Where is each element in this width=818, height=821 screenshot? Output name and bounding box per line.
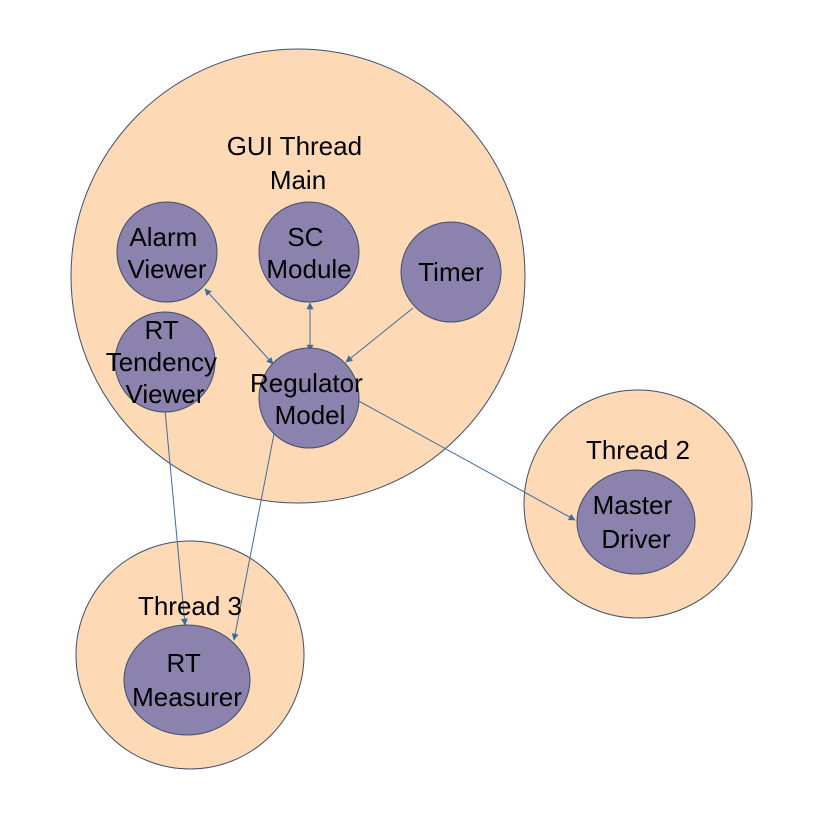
regulator-model-label-line-1: Regulator: [250, 368, 363, 398]
connections: [164, 288, 576, 641]
master-driver-label: Master Driver: [593, 490, 680, 554]
sc-module-label-line-2: Module: [266, 254, 351, 284]
sc-module-label: SC Module: [266, 222, 351, 284]
rt-measurer-label-line-1: RT: [167, 648, 201, 678]
alarm-viewer-label-line-1: Alarm: [129, 222, 197, 252]
rt-tendency-viewer-label: RT Tendency Viewer: [106, 315, 225, 409]
alarm-viewer-label-line-2: Viewer: [127, 254, 206, 284]
sc-module-circle: [258, 201, 360, 303]
rt-tendency-viewer-circle: [114, 311, 216, 413]
gui-thread-label: GUI Thread Main: [227, 131, 370, 195]
thread-3-label: Thread 3: [138, 591, 242, 621]
master-driver-label-line-1: Master: [593, 490, 673, 520]
regulator-model-circle: [258, 347, 360, 449]
alarm-viewer-label: Alarm Viewer: [127, 222, 206, 284]
rt-tendency-viewer-label-line-2: Tendency: [106, 347, 217, 377]
connection-rt-tendency-viewer-rt-measurer: [164, 409, 188, 626]
connection-regulator-model-rt-measurer: [231, 433, 275, 641]
thread-2-label: Thread 2: [586, 435, 690, 465]
regulator-model-label: Regulator Model: [250, 368, 370, 430]
thread-2-label-text: Thread 2: [586, 435, 690, 465]
rt-measurer-label-line-2: Measurer: [132, 682, 242, 712]
timer-label-text: Timer: [418, 257, 484, 287]
gui-thread-label-line-1: GUI Thread: [227, 131, 362, 161]
master-driver-label-line-2: Driver: [601, 524, 671, 554]
gui-thread-label-line-2: Main: [270, 165, 326, 195]
alarm-viewer-circle: [116, 201, 218, 303]
rt-tendency-viewer-label-line-3: Viewer: [125, 379, 204, 409]
rt-measurer-label: RT Measurer: [132, 648, 242, 712]
timer-label: Timer: [418, 257, 484, 287]
timer-circle: [400, 221, 502, 323]
connection-alarm-viewer-regulator-model: [204, 288, 274, 365]
thread-3-label-text: Thread 3: [138, 591, 242, 621]
rt-measurer-circle: [123, 624, 251, 736]
connection-regulator-model-master-driver: [356, 399, 576, 521]
rt-tendency-viewer-label-line-1: RT: [145, 315, 179, 345]
master-driver-circle: [576, 469, 696, 575]
connection-timer-regulator-model: [345, 307, 414, 363]
regulator-model-label-line-2: Model: [275, 400, 346, 430]
sc-module-label-line-1: SC: [287, 222, 323, 252]
